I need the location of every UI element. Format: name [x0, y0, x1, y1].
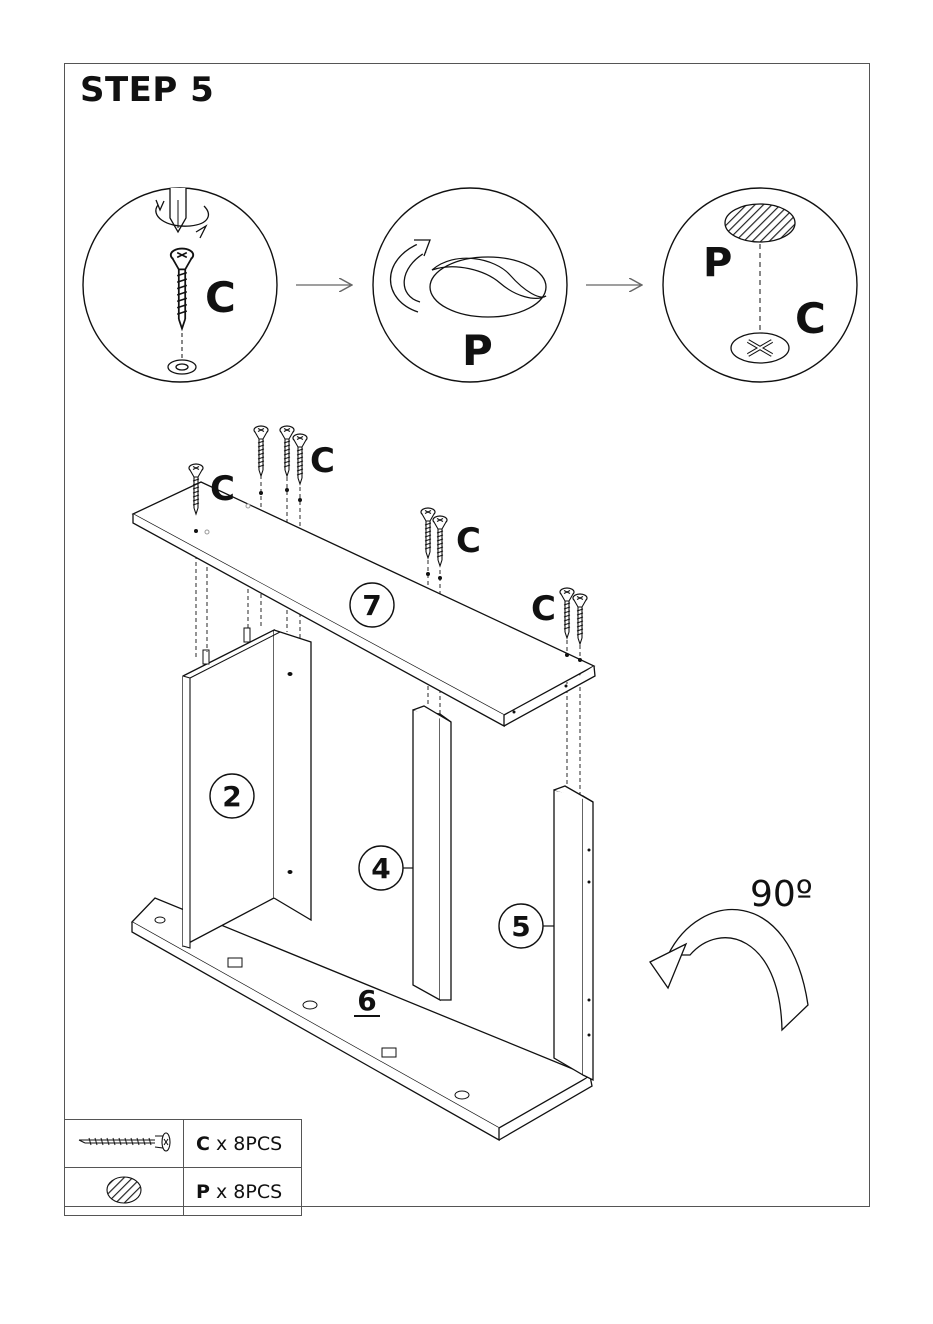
- legend-cap-cell: [65, 1168, 184, 1216]
- screw-label-1: C: [210, 469, 235, 509]
- legend-cap-text: P x 8PCS: [184, 1168, 302, 1216]
- screw-group-4: [560, 588, 587, 644]
- svg-text:6: 6: [357, 984, 376, 1017]
- rotation-label: 90º: [750, 874, 813, 915]
- detail-result-circle: P C: [663, 188, 857, 382]
- detail-result-cap-label: P: [703, 240, 732, 286]
- detail-screw-circle: C: [83, 188, 277, 382]
- cap-icon: [65, 1168, 183, 1211]
- svg-text:5: 5: [511, 910, 530, 943]
- screw-icon: [65, 1120, 183, 1163]
- cap-hatched-icon: [725, 204, 795, 242]
- screw-group-3: [421, 508, 447, 566]
- screw-label-3: C: [456, 521, 481, 561]
- cap-icon: [430, 257, 546, 317]
- part-callout-7: 7: [350, 583, 394, 627]
- detail-cap-circle: P: [373, 188, 567, 382]
- screw-label-4: C: [531, 589, 556, 629]
- legend-screw-text: C x 8PCS: [184, 1120, 302, 1168]
- detail-cap-label: P: [462, 326, 493, 375]
- screw-group-2: [254, 426, 307, 484]
- screw-hole-icon: [168, 360, 196, 374]
- svg-text:2: 2: [222, 780, 241, 813]
- svg-text:7: 7: [362, 589, 381, 622]
- screw-head-icon: [731, 333, 789, 363]
- legend-row-screw: C x 8PCS: [65, 1120, 302, 1168]
- part-callout-6: 6: [354, 984, 380, 1017]
- detail-result-screw-label: C: [795, 294, 826, 343]
- parts-legend: C x 8PCS P x 8PCS: [64, 1119, 302, 1216]
- part-callout-4: 4: [359, 846, 413, 890]
- part-callout-2: 2: [210, 774, 254, 818]
- svg-text:4: 4: [371, 852, 390, 885]
- detail-screw-label: C: [205, 273, 236, 322]
- right-side-panel: [554, 786, 593, 1080]
- rotate-90-arrow-icon: [650, 910, 808, 1030]
- screw-label-2: C: [310, 441, 335, 481]
- legend-screw-cell: [65, 1120, 184, 1168]
- middle-divider: [413, 706, 451, 1000]
- legend-row-cap: P x 8PCS: [65, 1168, 302, 1216]
- part-callout-5: 5: [499, 904, 554, 948]
